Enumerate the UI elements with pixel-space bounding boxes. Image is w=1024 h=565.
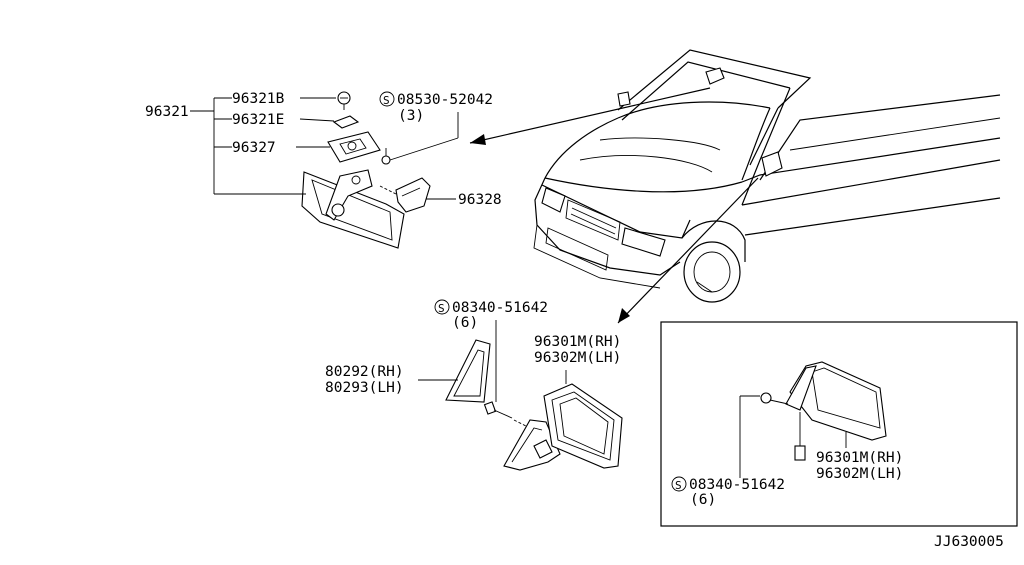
s-symbol-icon: S [438,302,445,315]
inset-bolt-callout: S 08340-51642 (6) [671,476,785,508]
inner-mirror-leaders [190,97,459,200]
labels: 96321 96321B 96321E 96327 96328 S 08530-… [145,91,1004,550]
inset-label-08340-51642: 08340-51642 [689,477,785,493]
inset-label-96302m-lh: 96302M(LH) [816,466,903,482]
label-96321: 96321 [145,104,189,120]
door-mirror-illustration [445,320,623,471]
label-qty-6: (6) [452,315,478,331]
s-symbol-icon: S [383,94,390,107]
door-bolt-callout: S 08340-51642 (6) [434,299,548,331]
label-08340-51642: 08340-51642 [452,300,548,316]
label-96321b: 96321B [232,91,285,107]
vehicle-illustration [533,49,1001,303]
inner-bolt-callout: S 08530-52042 (3) [379,91,493,124]
location-arrows [469,87,759,324]
label-08530-52042: 08530-52042 [397,92,493,108]
inner-mirror-illustration [301,91,431,249]
label-96328: 96328 [458,192,502,208]
label-96321e: 96321E [232,112,284,128]
s-symbol-icon: S [675,479,682,492]
diagram-code: JJ630005 [934,534,1004,550]
label-96301m-rh: 96301M(RH) [534,334,621,350]
label-96327: 96327 [232,140,276,156]
inset-panel [660,321,1018,527]
label-80293-lh: 80293(LH) [325,380,404,396]
label-96302m-lh: 96302M(LH) [534,350,621,366]
door-mirror-leaders [418,370,567,384]
inset-label-96301m-rh: 96301M(RH) [816,450,903,466]
label-qty-3: (3) [398,108,424,124]
label-80292-rh: 80292(RH) [325,364,404,380]
inset-label-qty-6: (6) [690,492,716,508]
